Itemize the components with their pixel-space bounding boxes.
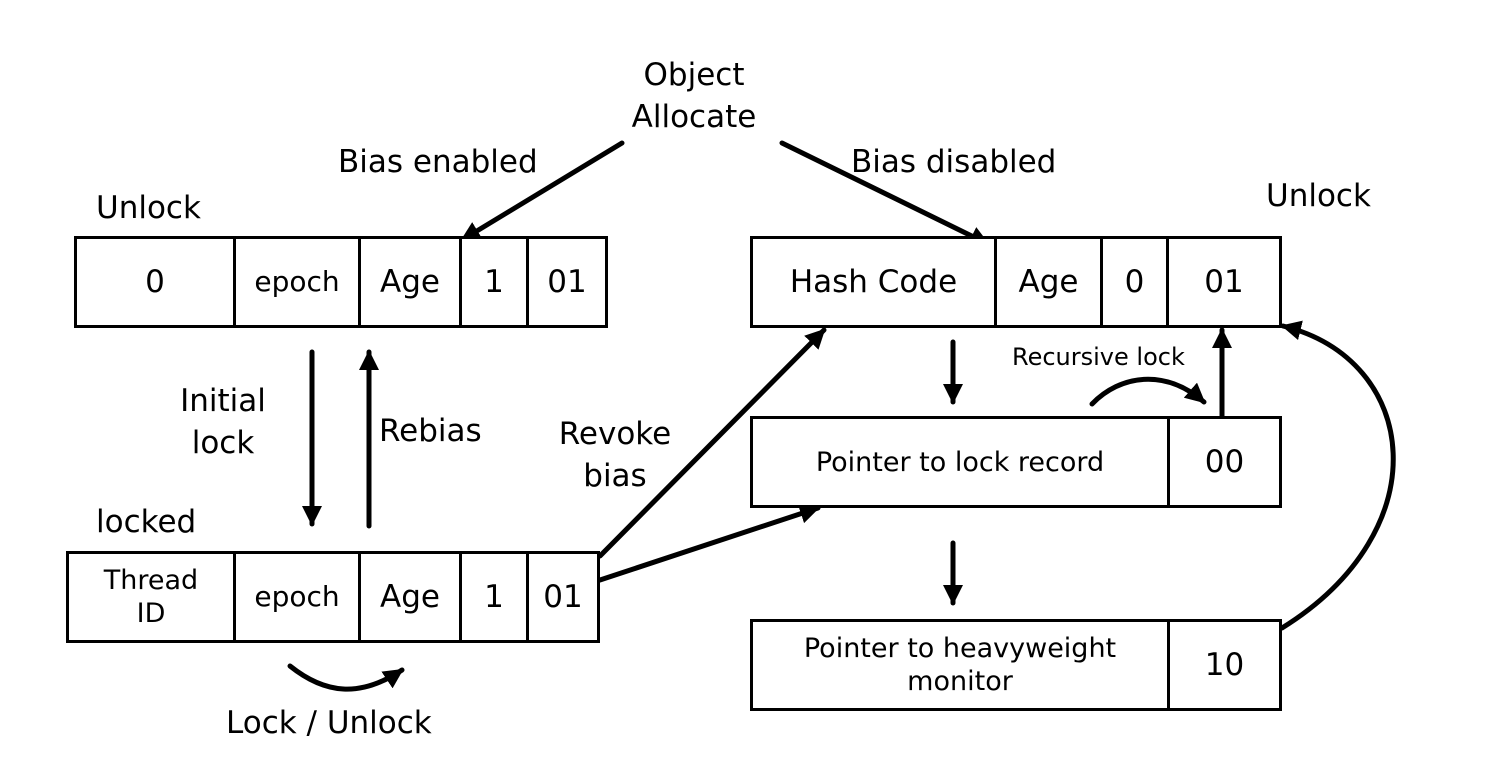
lock-bits-cell: 00 — [1204, 444, 1245, 480]
monitor-pointer-cell: Pointer to heavyweight monitor — [753, 622, 1170, 708]
biased-flag-cell: 0 — [1103, 239, 1169, 325]
arrow-heavyweight-to-unlock — [1279, 320, 1396, 631]
lock-bits-cell: 01 — [547, 264, 587, 300]
epoch-cell: epoch — [236, 554, 361, 640]
bias-disabled-label: Bias disabled — [851, 144, 1057, 180]
lock-unlock-label: Lock / Unlock — [226, 705, 432, 741]
age-cell: Age — [361, 554, 462, 640]
arrow-lock-unlock — [287, 663, 405, 692]
arrow-bias-disabled — [779, 140, 991, 247]
unlock-left-label: Unlock — [96, 190, 201, 226]
hash-code-cell: Hash Code — [753, 239, 997, 325]
recursive-lock-label: Recursive lock — [1012, 343, 1185, 371]
rebias-label: Rebias — [379, 413, 482, 449]
biased-locked-header: Thread ID epoch Age 1 01 — [66, 551, 600, 643]
normal-unlocked-header: Hash Code Age 0 01 — [750, 236, 1282, 328]
age-cell: Age — [361, 239, 462, 325]
object-allocate-label: Object Allocate — [631, 57, 757, 135]
bias-enabled-label: Bias enabled — [338, 144, 538, 180]
biased-flag-cell: 1 — [462, 554, 529, 640]
biased-bits-cell: 0 — [77, 239, 236, 325]
lock-bits-cell: 01 — [543, 579, 583, 615]
revoke-bias-label: Revoke bias — [558, 416, 672, 494]
unlock-right-label: Unlock — [1266, 178, 1371, 214]
arrow-bias-enabled — [459, 140, 625, 243]
biased-flag-cell: 1 — [462, 239, 529, 325]
lightweight-locked-header: Pointer to lock record 00 — [750, 416, 1282, 508]
locked-label: locked — [96, 504, 197, 540]
arrow-revoke-to-lock-record — [597, 504, 821, 583]
lock-record-pointer-cell: Pointer to lock record — [753, 419, 1170, 505]
age-cell: Age — [997, 239, 1103, 325]
lock-bits-cell: 10 — [1204, 647, 1245, 683]
thread-id-cell: Thread ID — [69, 554, 236, 640]
heavyweight-locked-header: Pointer to heavyweight monitor 10 — [750, 619, 1282, 711]
biased-unlocked-header: 0 epoch Age 1 01 — [74, 236, 608, 328]
lock-bits-cell: 01 — [1204, 264, 1244, 300]
arrow-revoke-to-hash — [597, 327, 827, 559]
arrow-recursive-lock — [1089, 376, 1207, 407]
initial-lock-label: Initial lock — [180, 383, 266, 461]
epoch-cell: epoch — [236, 239, 361, 325]
